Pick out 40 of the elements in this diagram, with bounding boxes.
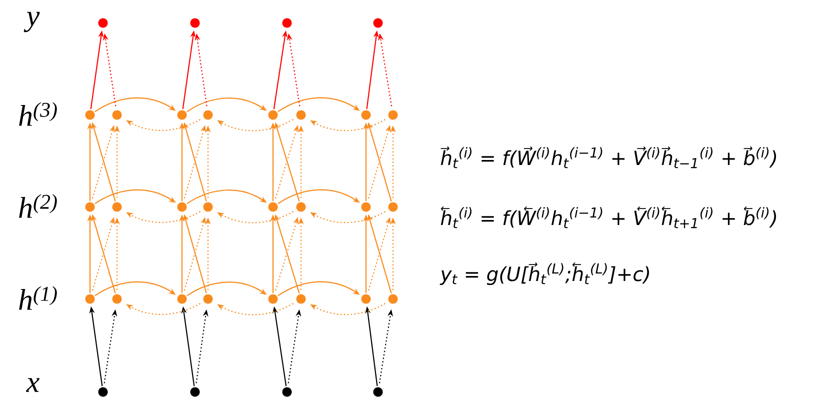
dot [85, 294, 95, 304]
dot [98, 18, 108, 28]
dot [203, 294, 213, 304]
dot [98, 387, 108, 397]
dot [203, 110, 213, 120]
dot [112, 202, 122, 212]
dot [388, 110, 398, 120]
dot [268, 202, 278, 212]
dot [177, 294, 187, 304]
dot [361, 294, 371, 304]
row-label: h$^{(2)}$ [19, 194, 57, 218]
row-label: h$^{(1)}$ [19, 286, 57, 310]
dot [296, 294, 306, 304]
equation: h⃖$_{t}$$^{(i)}$ = f(W⃖$^{(i)}$h$_{t}$$^{(i−1)}$ + V⃖$^{(i)}$h⃖$_{t+1}$$^{(i)}$ + b⃖$^{(i)}$) [440, 206, 776, 228]
dot [282, 18, 292, 28]
dot [85, 202, 95, 212]
dot [112, 294, 122, 304]
dot [373, 18, 383, 28]
dot [177, 202, 187, 212]
dot [268, 294, 278, 304]
dot [373, 387, 383, 397]
dot [361, 202, 371, 212]
dot [85, 110, 95, 120]
row-label: h$^{(3)}$ [19, 102, 57, 126]
dot [388, 202, 398, 212]
dot [177, 110, 187, 120]
dot [296, 110, 306, 120]
dot [203, 202, 213, 212]
dot [112, 110, 122, 120]
dot [388, 294, 398, 304]
dot [190, 387, 200, 397]
dot [190, 18, 200, 28]
equation: h⃗$_{t}$$^{(i)}$ = f(W⃗$^{(i)}$h$_{t}$$^{(i−1)}$ + V⃗$^{(i)}$h⃗$_{t−1}$$^{(i)}$ + b⃗$^{(i)}$) [440, 146, 776, 168]
dot [268, 110, 278, 120]
equation: y$_{t}$ = g(U[h⃗$_{t}$$^{(L)}$;h⃖$_{t}$$^{(L)}$]+c) [440, 262, 649, 286]
dot [296, 202, 306, 212]
dot [361, 110, 371, 120]
row-label: y [24, 12, 40, 32]
dot [282, 387, 292, 397]
row-label: x [26, 378, 40, 392]
